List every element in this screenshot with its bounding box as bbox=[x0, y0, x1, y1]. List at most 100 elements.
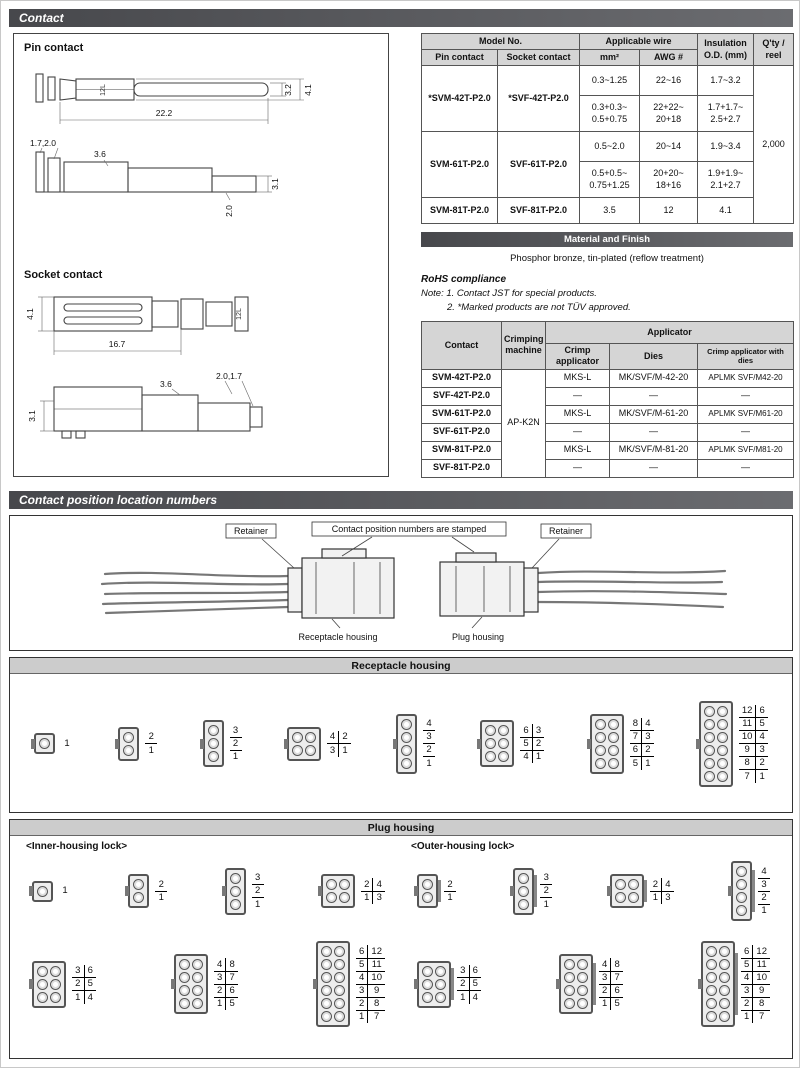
position-number: 3 bbox=[251, 871, 264, 885]
rohs-compliance: RoHS compliance bbox=[421, 274, 507, 285]
contact-model: SVM-61T-P2.0 bbox=[421, 404, 502, 424]
dim-16-7: 16.7 bbox=[109, 339, 126, 349]
contact-cavity bbox=[735, 892, 747, 903]
position-number: 4 bbox=[755, 730, 768, 744]
socket-model: SVF-81T-P2.0 bbox=[497, 197, 580, 224]
position-number: 1 bbox=[543, 898, 549, 910]
position-number: 5 bbox=[755, 717, 768, 731]
position-number: 2 bbox=[444, 878, 456, 892]
connector-housing-icon bbox=[698, 700, 733, 787]
position-number: 3 bbox=[72, 964, 85, 978]
contact-cavity bbox=[607, 731, 619, 743]
position-number: 6 bbox=[610, 984, 623, 998]
contact-cavity bbox=[291, 731, 303, 743]
contact-cavity bbox=[422, 991, 433, 1003]
dim-1-7-2-0: 1.7,2.0 bbox=[30, 138, 56, 148]
contact-cavity bbox=[325, 879, 337, 890]
contact-cavity bbox=[716, 744, 728, 756]
position-number: 3 bbox=[213, 971, 227, 985]
spec-column: Model No. Applicable wire Insulation O.D… bbox=[421, 33, 795, 478]
position-number: 8 bbox=[752, 997, 770, 1011]
pin-model: SVM-81T-P2.0 bbox=[421, 197, 498, 224]
contact-cavity bbox=[716, 705, 728, 717]
header-pin-contact: Pin contact bbox=[421, 49, 498, 66]
position-number: 7 bbox=[629, 730, 643, 744]
contact-cavity bbox=[320, 972, 332, 983]
contact-cavity bbox=[594, 718, 606, 730]
dim-3-1: 3.1 bbox=[270, 178, 280, 190]
header-contact: Contact bbox=[421, 321, 502, 370]
contact-cavity bbox=[705, 972, 717, 983]
position-number: 8 bbox=[629, 717, 643, 731]
contact-cavity bbox=[705, 985, 717, 996]
position-number: 4 bbox=[740, 971, 754, 985]
contact-cavity bbox=[320, 1011, 332, 1022]
position-number: 11 bbox=[367, 958, 385, 972]
position-number: 11 bbox=[752, 958, 770, 972]
crimp-applicator-with-dies: — bbox=[696, 422, 795, 442]
contact-cavity bbox=[401, 757, 413, 769]
crimp-applicator: MKS-L bbox=[545, 368, 610, 388]
position-number: 4 bbox=[520, 750, 533, 763]
position-number: 2 bbox=[757, 891, 770, 905]
stamped-note-label: Contact position numbers are stamped bbox=[332, 524, 487, 534]
position-number: 4 bbox=[598, 958, 612, 972]
contact-cavity bbox=[718, 946, 730, 957]
contact-cavity bbox=[703, 757, 715, 769]
contact-cavity bbox=[50, 991, 61, 1003]
wire-mm2: 3.5 bbox=[579, 197, 640, 224]
position-number: 9 bbox=[738, 743, 757, 757]
contact-cavity bbox=[576, 972, 588, 983]
applicator-table: Contact Crimping machine Applicator Crim… bbox=[421, 321, 795, 478]
contact-cavity bbox=[498, 751, 510, 762]
contact-cavity bbox=[422, 892, 433, 903]
position-number: 4 bbox=[326, 730, 340, 744]
contact-drawings-box: Pin contact bbox=[13, 33, 389, 477]
dim-3-6: 3.6 bbox=[160, 379, 172, 389]
position-number: 3 bbox=[540, 871, 553, 885]
header-insulation-od: Insulation O.D. (mm) bbox=[697, 33, 754, 66]
contact-cavity bbox=[333, 1011, 345, 1022]
contact-cavity bbox=[229, 885, 241, 897]
crimp-applicator-with-dies: APLMK SVF/M42-20 bbox=[696, 368, 795, 388]
contact-cavity bbox=[178, 972, 190, 983]
wire-awg: 22+22~ 20+18 bbox=[639, 95, 698, 132]
connector-housing-icon bbox=[417, 874, 441, 908]
contact-cavity bbox=[50, 965, 61, 977]
housing-item: 1 bbox=[34, 733, 73, 754]
position-number: 6 bbox=[520, 724, 533, 738]
plug-housing-label: Plug housing bbox=[452, 632, 504, 642]
retainer-label-right: Retainer bbox=[549, 526, 583, 536]
contact-cavity bbox=[191, 998, 203, 1009]
contact-cavity bbox=[563, 959, 575, 970]
position-number: 2 bbox=[72, 977, 85, 991]
crimp-applicator: MKS-L bbox=[545, 440, 610, 460]
dim-3-6: 3.6 bbox=[94, 149, 106, 159]
contact-cavity bbox=[401, 731, 413, 743]
outer-housing-lock-label: <Outer-housing lock> bbox=[411, 841, 515, 852]
position-number: 2 bbox=[649, 878, 663, 892]
position-number: 6 bbox=[355, 945, 369, 959]
contact-cavity bbox=[576, 959, 588, 970]
crimp-applicator: — bbox=[545, 458, 610, 478]
position-number: 6 bbox=[84, 964, 96, 978]
contact-cavity bbox=[703, 731, 715, 743]
wire-mm2: 0.5+0.5~ 0.75+1.25 bbox=[579, 161, 640, 198]
contact-model: SVF-61T-P2.0 bbox=[421, 422, 502, 442]
position-number: 3 bbox=[423, 730, 436, 744]
position-number: 6 bbox=[225, 984, 238, 998]
position-number: 2 bbox=[338, 730, 351, 744]
position-number: 4 bbox=[213, 958, 227, 972]
contact-cavity bbox=[291, 744, 303, 756]
position-number: 7 bbox=[759, 1011, 765, 1022]
dim-4-1: 4.1 bbox=[303, 84, 313, 96]
section-title: Contact position location numbers bbox=[19, 493, 218, 507]
contact-cavity bbox=[229, 872, 241, 884]
